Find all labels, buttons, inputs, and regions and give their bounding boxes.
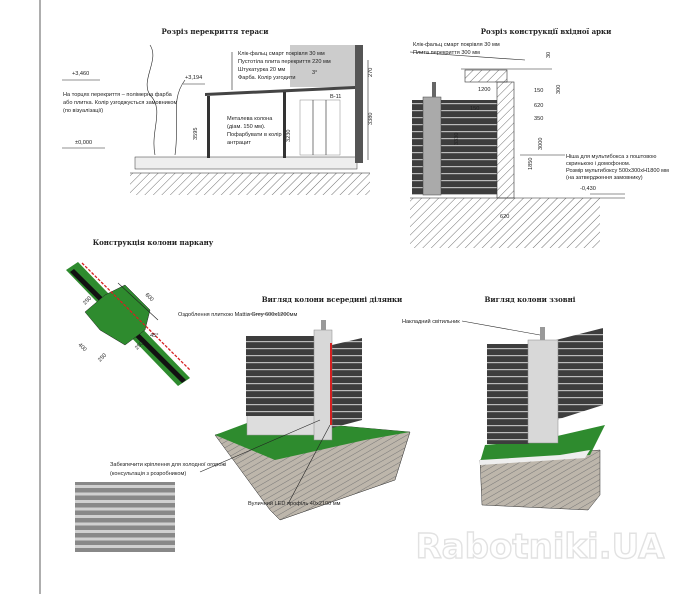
level-arch: -0,430 <box>580 186 596 192</box>
terrace-note-line: або плитка. Колір узгоджується замовнико… <box>63 100 177 106</box>
fence-slat <box>75 492 175 496</box>
fence-slat <box>75 530 175 533</box>
title-terrace-section: Розріз перекриття тераси <box>162 27 269 36</box>
mark-label: В-11 <box>330 94 341 100</box>
title-column-inside: Вигляд колони всередині ділянки <box>262 295 403 304</box>
fence-panel-sample <box>75 482 175 552</box>
level-top: +3,460 <box>72 71 89 77</box>
fence-slat <box>75 507 175 511</box>
terrace-paint-label: Фарба. Колір узгодити <box>238 75 296 81</box>
terrace-section-drawing <box>62 44 370 195</box>
terrace-note-line: (по візуалізації) <box>63 108 103 114</box>
dim-600: 600 <box>144 292 155 303</box>
column-note-line: антрацит <box>227 140 251 146</box>
arch-slab-label: Плита перекриття 300 мм <box>413 50 480 56</box>
angle-label: 45° <box>150 333 158 339</box>
watermark: Rabotniki.UA <box>416 527 666 567</box>
fence-slat <box>75 500 175 503</box>
fence-slat <box>75 522 175 526</box>
niche-note-line: Ніша для мультибокса з поштовою <box>566 154 656 160</box>
level-mid: +3,194 <box>185 75 202 81</box>
fence-slat <box>75 515 175 518</box>
niche-note-line: Розмір мультибоксу 500х300хН1800 мм <box>566 168 669 174</box>
dim-30: 30 <box>546 52 552 58</box>
column-note-line: Металева колона <box>227 116 273 122</box>
column-outside-view <box>461 320 605 511</box>
dim-250: 250 <box>134 341 145 352</box>
terrace-note-line: На торцях перекриття – полімерна фарба <box>63 92 173 98</box>
dim-270: 270 <box>368 68 374 77</box>
dim-3380: 3380 <box>368 113 374 125</box>
led-label: Вуличний LED профіль 40х2100 мм <box>248 500 341 507</box>
dim-400: 400 <box>77 342 88 353</box>
dim-3330: 3330 <box>454 133 460 145</box>
tile-label: Оздоблення плиткою Mattia Grey 600х1200м… <box>178 312 297 318</box>
mount-note-line: (консультація з розробником) <box>110 471 186 477</box>
arch-section-drawing <box>409 51 625 248</box>
dim-3000: 3000 <box>538 138 544 150</box>
title-column-outside: Вигляд колони ззовні <box>485 295 576 304</box>
dim-620: 620 <box>500 214 509 220</box>
fence-slat <box>75 537 175 541</box>
dim-300: 300 <box>556 85 562 94</box>
terrace-slab-label: Пустотіла плита перекриття 220 мм <box>238 59 331 65</box>
dim-150: 150 <box>470 106 479 112</box>
column-note-line: Пофарбувати в колір <box>227 132 282 138</box>
dim-3230: 3230 <box>286 130 292 142</box>
terrace-plaster-label: Штукатурка 20 мм <box>238 67 285 73</box>
column-plan-drawing <box>66 262 191 386</box>
dim-350: 350 <box>534 116 543 122</box>
dim-3595: 3595 <box>193 128 199 140</box>
fence-slat <box>75 485 175 488</box>
dim-250: 250 <box>82 296 93 307</box>
dim-1850: 1850 <box>528 158 534 170</box>
dim-1200: 1200 <box>478 87 490 93</box>
fence-slat <box>75 545 175 548</box>
title-column-plan: Конструкція колони паркану <box>93 238 214 247</box>
dim-620: 620 <box>534 103 543 109</box>
niche-note-line: (на затвердження замовнику) <box>566 175 643 181</box>
title-arch-section: Розріз конструкції вхідної арки <box>481 27 612 36</box>
terrace-roof-label: Клік-фальц смарт покрівля 30 мм <box>238 51 325 57</box>
column-note-line: (діам. 150 мм). <box>227 124 266 130</box>
arch-roof-label: Клік-фальц смарт покрівля 30 мм <box>413 42 500 48</box>
level-zero: ±0,000 <box>75 140 92 146</box>
column-inside-view <box>199 320 411 521</box>
slope-label: 3° <box>312 70 317 76</box>
lamp-label: Накладний світильник <box>402 318 460 325</box>
mount-note-line: Забезпечити кріплення для холодної огоро… <box>110 462 226 468</box>
dim-150: 150 <box>534 88 543 94</box>
niche-note-line: скринькою і домофоном. <box>566 161 631 167</box>
dim-250: 250 <box>97 353 108 364</box>
